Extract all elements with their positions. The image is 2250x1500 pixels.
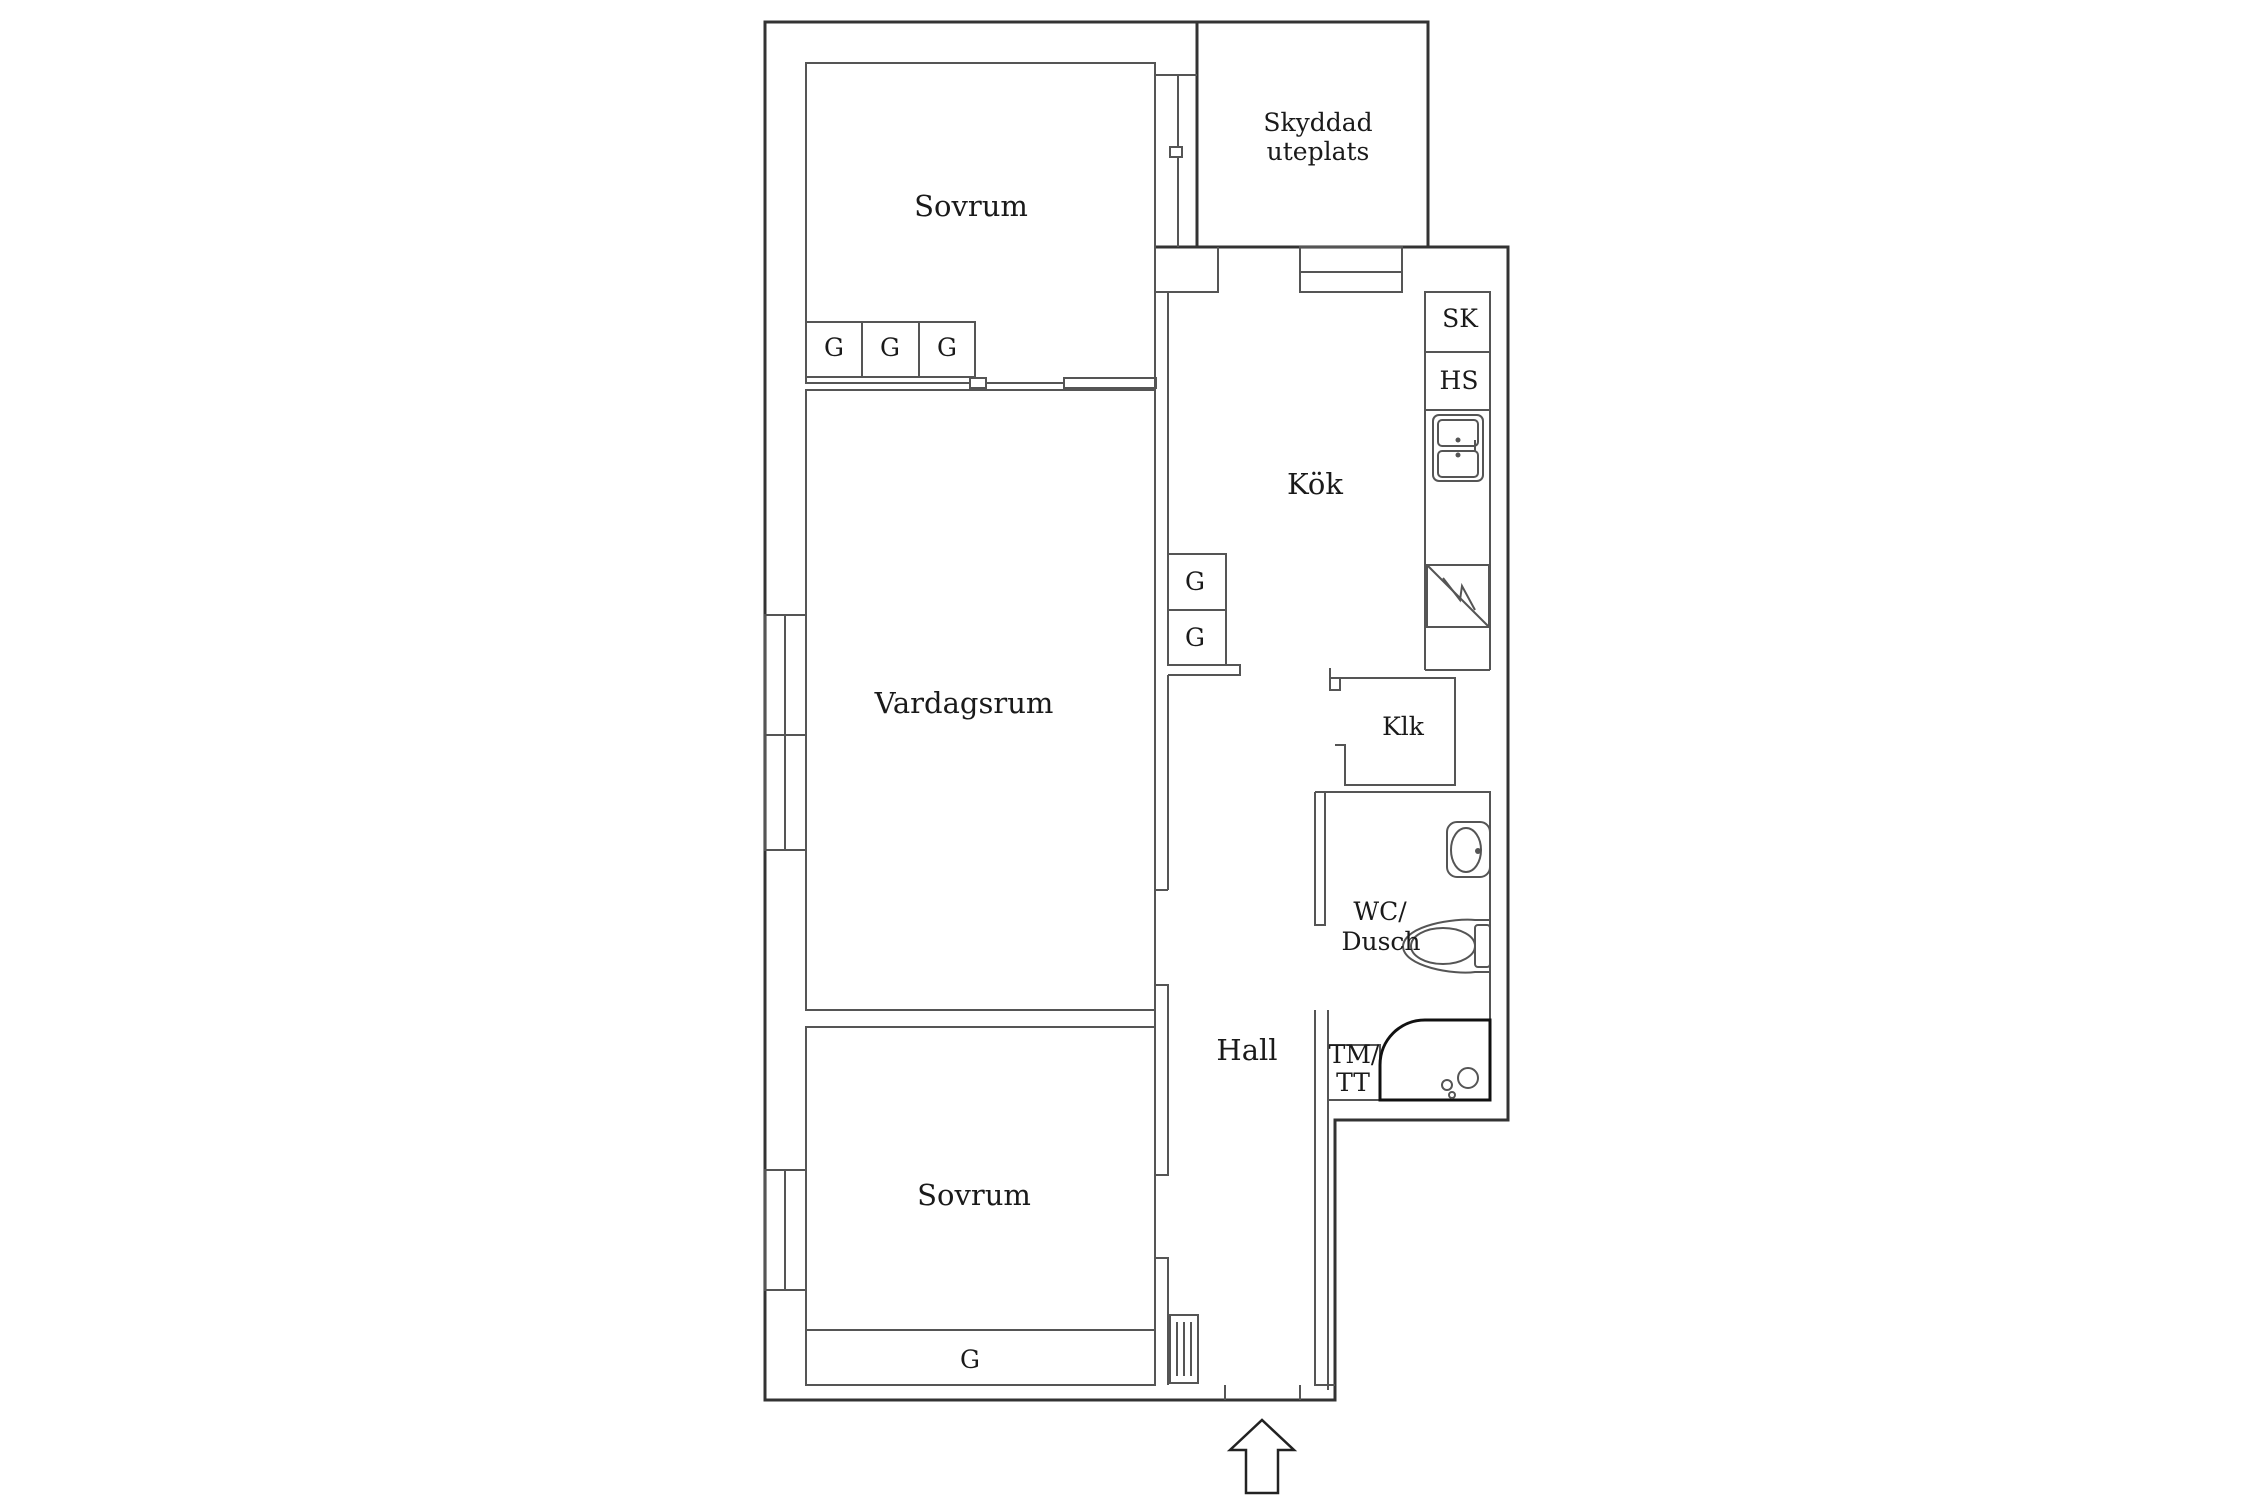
room-label-klk: Klk	[1382, 712, 1425, 741]
wardrobe-label: G	[1185, 567, 1205, 596]
room-label-hall: Hall	[1216, 1033, 1277, 1067]
room-label-sovrum-bottom: Sovrum	[917, 1178, 1031, 1212]
wardrobe-label: G	[824, 333, 844, 362]
entrance-arrow-icon	[1226, 1418, 1298, 1495]
stove-icon	[1426, 564, 1490, 628]
room-label-vardagsrum: Vardagsrum	[874, 686, 1054, 720]
hs-label: HS	[1440, 366, 1479, 395]
washbasin-icon	[1446, 821, 1491, 878]
kitchen-counter: SK HS	[1424, 291, 1491, 628]
room-labels: Sovrum Skyddad uteplats Kök Vardagsrum K…	[874, 108, 1425, 1374]
bathroom-fixtures	[1378, 821, 1492, 1102]
room-label-sovrum-top: Sovrum	[914, 189, 1028, 223]
room-label-tt: TT	[1336, 1068, 1370, 1097]
radiator-icon	[1169, 1314, 1199, 1384]
room-label-skyddad: Skyddad	[1263, 108, 1372, 137]
shower-icon	[1378, 1018, 1492, 1102]
room-label-wc: WC/	[1353, 897, 1407, 926]
sk-label: SK	[1442, 304, 1479, 333]
room-label-uteplats: uteplats	[1267, 137, 1370, 166]
room-label-kok: Kök	[1287, 467, 1343, 501]
wardrobe-label: G	[1185, 623, 1205, 652]
wardrobe-label: G	[937, 333, 957, 362]
toilet-icon	[1401, 918, 1491, 974]
wardrobe-label: G	[880, 333, 900, 362]
room-label-tm: TM/	[1329, 1040, 1380, 1069]
kitchen-storage: G G	[1167, 553, 1227, 666]
wardrobe-row-top: G G G	[805, 321, 976, 378]
outer-walls	[763, 20, 1510, 1402]
room-label-dusch: Dusch	[1341, 927, 1420, 956]
wardrobe-label: G	[960, 1345, 980, 1374]
double-sink-icon	[1432, 414, 1484, 482]
